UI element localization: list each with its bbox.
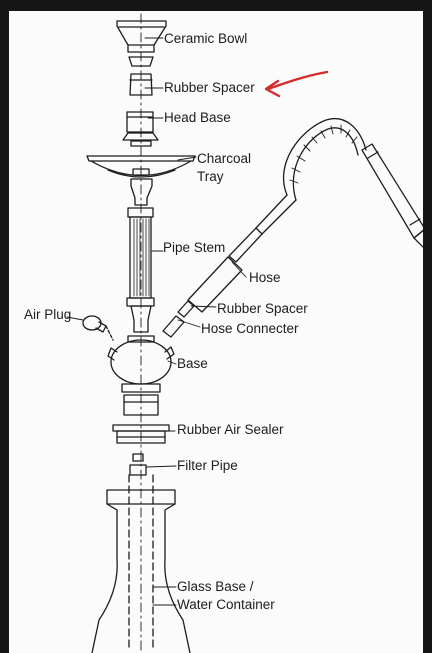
label-filter-pipe: Filter Pipe	[177, 458, 238, 473]
label-charcoal-tray: Charcoal Tray	[197, 151, 252, 184]
label-pipe-stem: Pipe Stem	[163, 240, 226, 255]
label-air-plug: Air Plug	[24, 307, 72, 322]
leader-lines	[66, 37, 247, 606]
rubber-spacer-top-part	[128, 56, 154, 96]
hose-assembly	[162, 118, 423, 338]
label-rubber-air-sealer: Rubber Air Sealer	[177, 422, 284, 437]
shaft-part	[123, 394, 159, 416]
charcoal-tray-part	[86, 155, 196, 178]
pipe-stem-part	[126, 178, 155, 333]
label-hose-connecter: Hose Connecter	[201, 321, 299, 336]
glass-base-part	[91, 474, 191, 653]
label-rubber-spacer-top: Rubber Spacer	[164, 80, 255, 95]
diagram-sheet: Ceramic Bowl Rubber Spacer Head Base Cha…	[9, 11, 423, 653]
rubber-air-sealer-part	[112, 424, 170, 444]
air-plug-part	[82, 315, 114, 341]
head-base-part	[122, 111, 159, 147]
label-glass-base: Glass Base / Water Container	[177, 579, 275, 612]
label-rubber-spacer-hose: Rubber Spacer	[217, 301, 308, 316]
ceramic-bowl-part	[116, 20, 167, 53]
label-ceramic-bowl: Ceramic Bowl	[164, 31, 248, 46]
filter-pipe-part	[129, 453, 147, 476]
label-hose: Hose	[249, 270, 281, 285]
hookah-exploded-diagram	[66, 13, 423, 653]
annotation-arrow	[264, 70, 329, 98]
label-head-base: Head Base	[164, 110, 231, 125]
label-base: Base	[177, 356, 208, 371]
